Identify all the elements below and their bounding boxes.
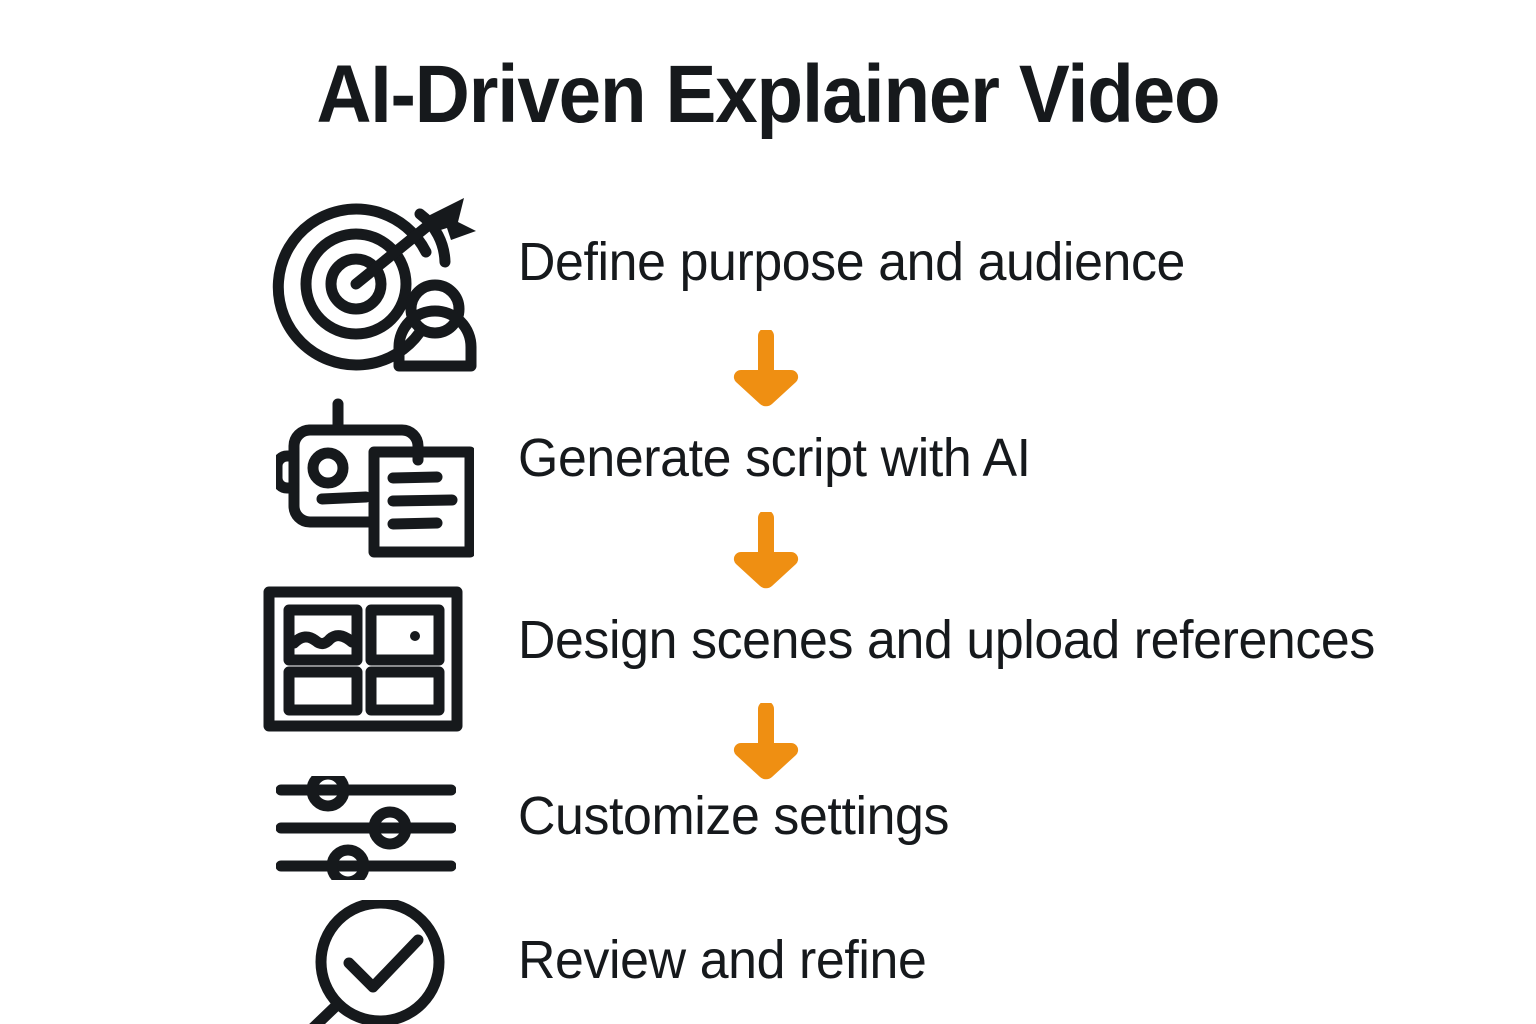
arrow-down-icon-1 (733, 330, 799, 407)
step-label-2: Generate script with AI (518, 428, 1031, 488)
step-label-5: Review and refine (518, 930, 927, 990)
page-title: AI-Driven Explainer Video (316, 49, 1220, 140)
magnifier-check-icon (309, 900, 445, 1024)
step-label-4: Customize settings (518, 786, 950, 846)
target-audience-icon (272, 198, 477, 372)
arrow-down-icon-3 (733, 703, 799, 780)
robot-document-icon (276, 398, 474, 558)
arrow-down-icon-2 (733, 512, 799, 589)
step-label-3: Design scenes and upload references (518, 610, 1375, 670)
sliders-icon (276, 776, 456, 880)
step-label-1: Define purpose and audience (518, 232, 1185, 292)
storyboard-grid-icon (263, 586, 463, 732)
